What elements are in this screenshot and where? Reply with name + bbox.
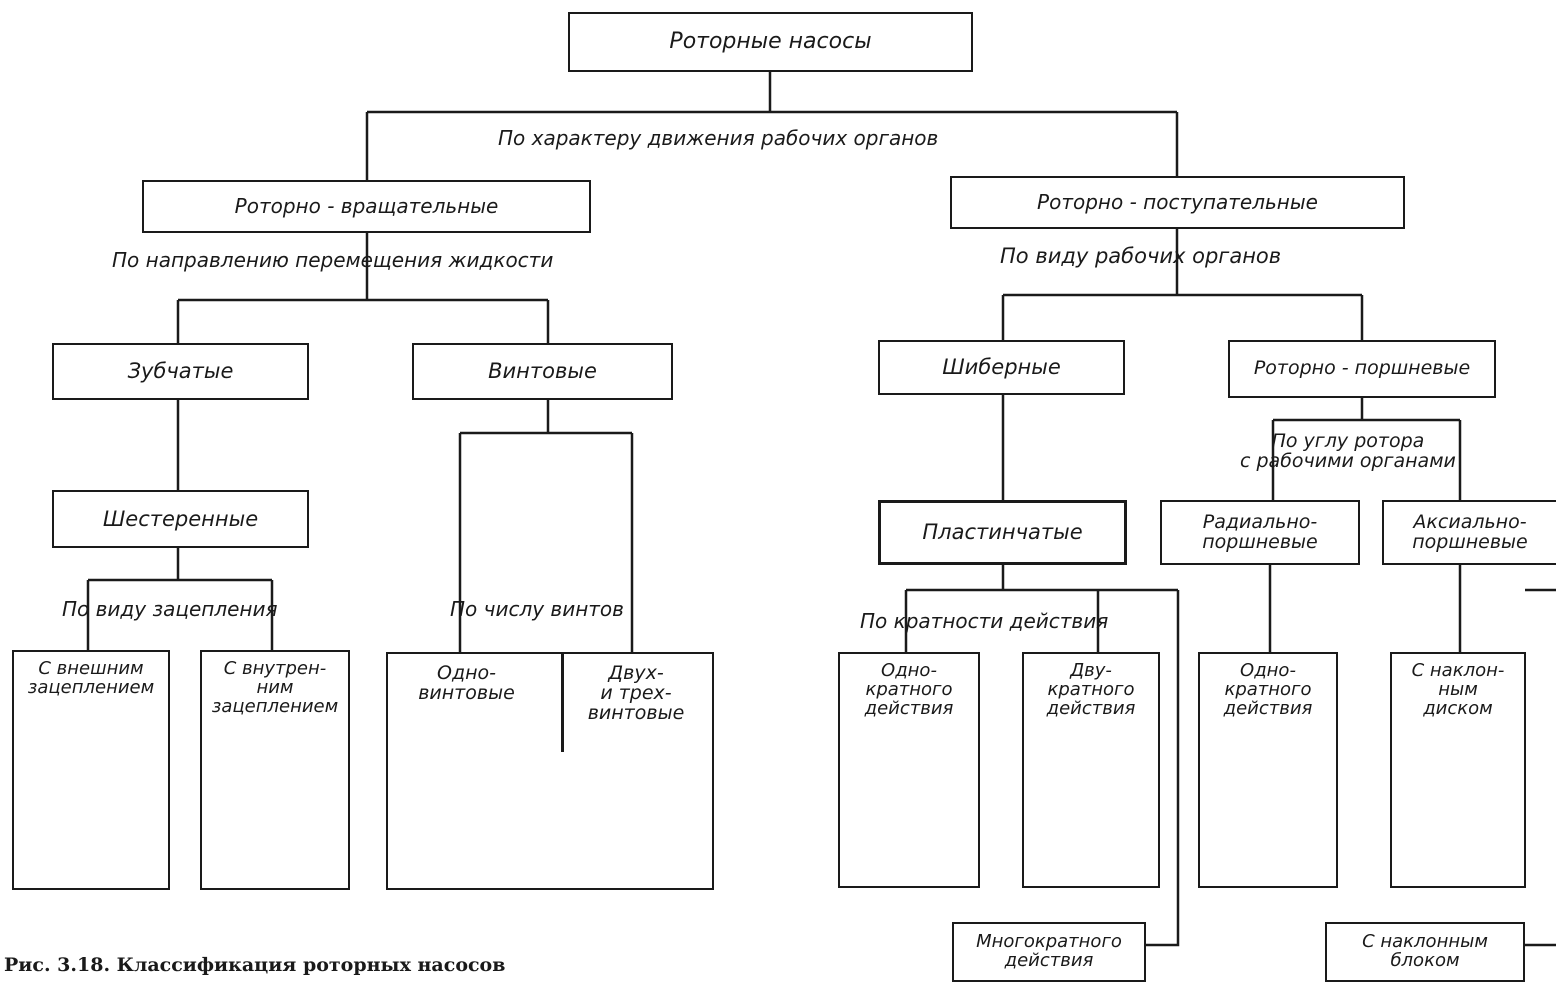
criterion-by-rotor-angle: По углу ротора с рабочими органами [1240, 430, 1456, 472]
node-radial-single-action-label: Одно- кратного действия [1223, 660, 1313, 719]
node-internal-mesh-label: С внутрен- ним зацеплением [211, 658, 339, 717]
node-double-action: Дву- кратного действия [1022, 652, 1160, 888]
node-rotary-translational: Роторно - поступательные [950, 176, 1405, 229]
node-axial-piston: Аксиально- поршневые [1382, 500, 1556, 565]
node-inclined-disk: С наклон- ным диском [1390, 652, 1526, 888]
node-inclined-block: С наклонным блоком [1325, 922, 1525, 982]
node-multi-action: Многократного действия [952, 922, 1146, 982]
figure-caption: Рис. 3.18. Классификация роторных насосо… [4, 954, 506, 976]
node-radial-piston: Радиально- поршневые [1160, 500, 1360, 565]
screw-divider [561, 652, 564, 752]
node-gear: Зубчатые [52, 343, 309, 400]
node-slide: Шиберные [878, 340, 1125, 395]
node-single-screw: Одно- винтовые [418, 662, 515, 704]
criterion-by-screw-count: По числу винтов [450, 597, 624, 621]
node-external-mesh-label: С внешним зацеплением [27, 658, 155, 698]
node-external-mesh: С внешним зацеплением [12, 650, 170, 890]
node-two-three-screw: Двух- и трех- винтовые [587, 662, 685, 724]
criterion-by-flow-direction: По направлению перемещения жидкости [112, 248, 554, 272]
criterion-by-element-type: По виду рабочих органов [1000, 244, 1282, 268]
criterion-by-motion: По характеру движения рабочих органов [498, 126, 939, 150]
node-screw: Винтовые [412, 343, 673, 400]
node-single-action-label: Одно- кратного действия [864, 660, 954, 719]
criterion-by-action-multiplicity: По кратности действия [860, 609, 1109, 633]
node-radial-single-action: Одно- кратного действия [1198, 652, 1338, 888]
node-rotary-piston: Роторно - поршневые [1228, 340, 1496, 398]
node-double-action-label: Дву- кратного действия [1046, 660, 1136, 719]
node-screw-count-group [386, 652, 714, 890]
criterion-by-mesh-type: По виду зацепления [62, 597, 278, 621]
node-rotary-rotational: Роторно - вращательные [142, 180, 591, 233]
node-spur-gear: Шестеренные [52, 490, 309, 548]
node-vane: Пластинчатые [878, 500, 1127, 565]
node-rotary-pumps: Роторные насосы [568, 12, 973, 72]
node-internal-mesh: С внутрен- ним зацеплением [200, 650, 350, 890]
node-inclined-disk-label: С наклон- ным диском [1411, 660, 1505, 719]
node-single-action: Одно- кратного действия [838, 652, 980, 888]
